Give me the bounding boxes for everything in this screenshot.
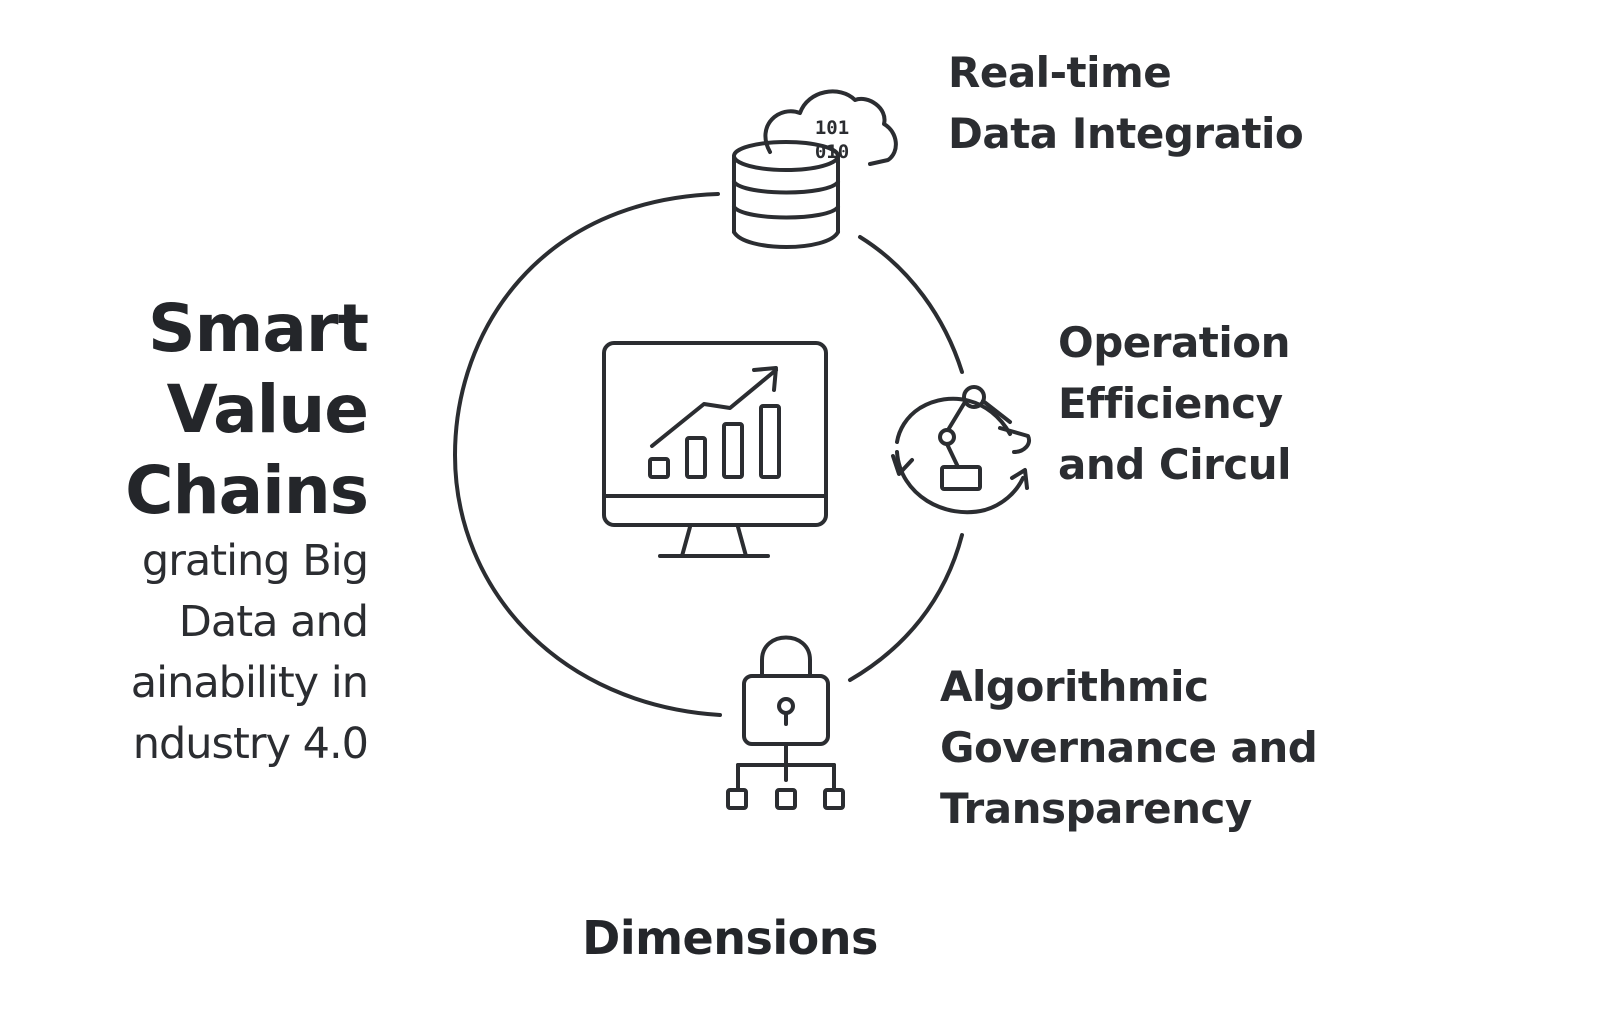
subtitle-line-4: ndustry 4.0	[132, 719, 369, 769]
database-cloud-icon	[732, 89, 898, 249]
title-line-3: Chains	[125, 452, 369, 529]
cycle-arc-top-right	[858, 235, 964, 374]
robot-arm-cycle-icon	[891, 385, 1031, 515]
label-data-line-2: Data Integratio	[948, 109, 1304, 158]
subtitle-line-3: ainability in	[130, 658, 369, 708]
label-operations-line-1: Operation	[1058, 318, 1291, 367]
label-operations-line-3: and Circul	[1058, 440, 1292, 489]
cycle-arc-left	[453, 192, 722, 717]
label-governance-line-1: Algorithmic	[940, 662, 1209, 711]
title-line-1: Smart	[148, 290, 369, 367]
label-data-line-1: Real-time	[948, 48, 1172, 97]
footer-dimensions-label: Dimensions	[582, 911, 878, 965]
label-data-integration: Real-time Data Integratio	[948, 42, 1304, 172]
monitor-chart-icon	[602, 341, 828, 558]
binary-top-text: 101	[815, 117, 849, 139]
binary-bottom-text: 010	[815, 141, 849, 163]
label-governance-line-2: Governance and	[940, 723, 1318, 772]
subtitle-line-2: Data and	[178, 597, 369, 647]
label-operations-line-2: Efficiency	[1058, 379, 1283, 428]
padlock-network-icon	[726, 635, 845, 810]
label-governance: Algorithmic Governance and Transparency	[940, 656, 1318, 846]
label-operations: Operation Efficiency and Circul	[1058, 312, 1292, 502]
cycle-arc-bottom-right	[848, 533, 964, 682]
title-line-2: Value	[166, 371, 369, 448]
subtitle-line-1: grating Big	[141, 536, 369, 586]
label-governance-line-3: Transparency	[940, 784, 1252, 833]
title-block: Smart Value Chains grating Big Data and …	[125, 288, 382, 808]
